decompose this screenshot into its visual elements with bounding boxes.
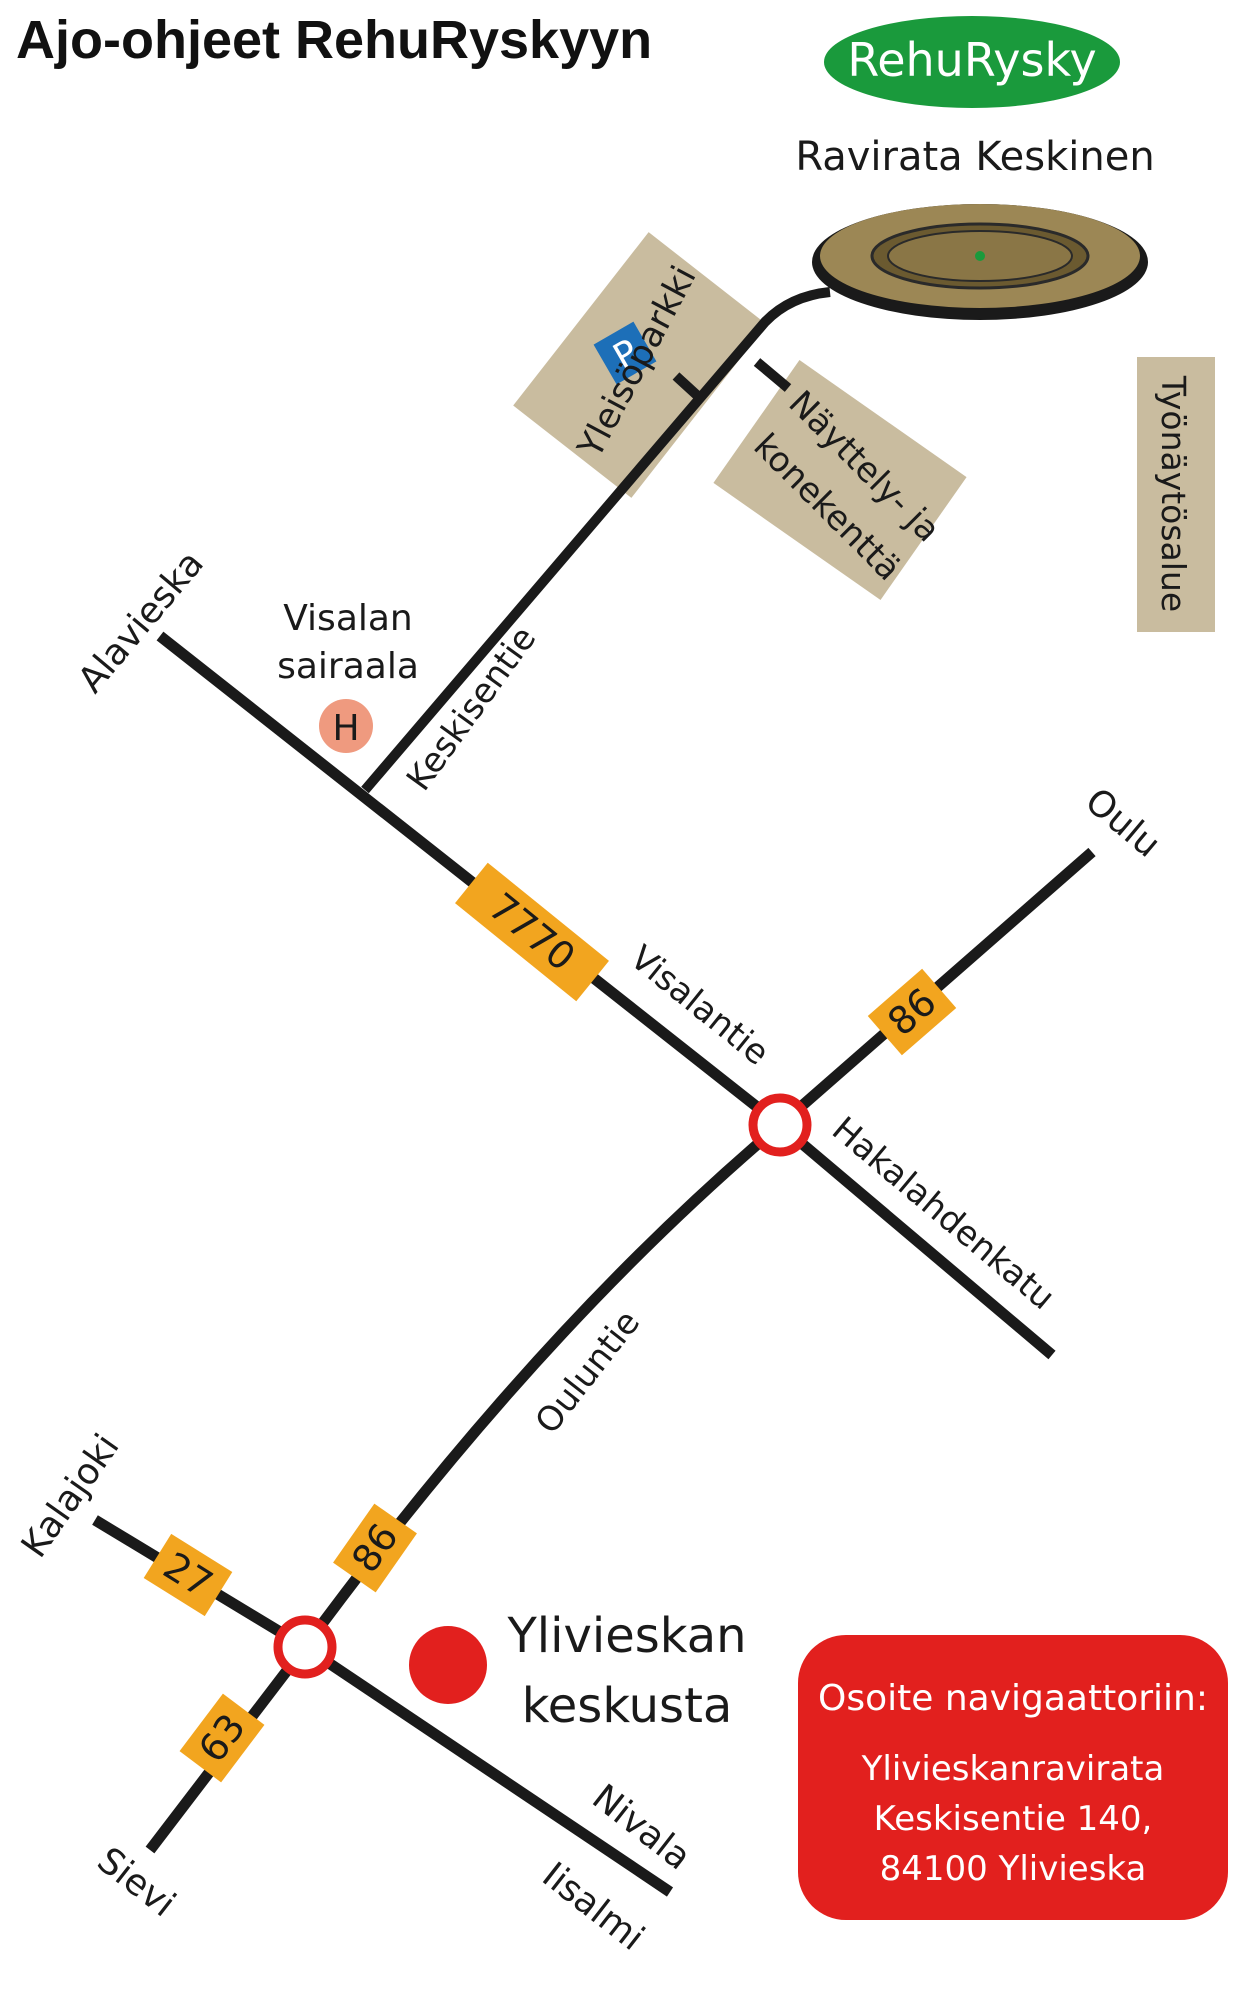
road-visalantie [156,631,784,1130]
hospital-symbol: H [332,708,359,749]
hospital-label-line2: sairaala [277,646,419,687]
road-exhibition-spur [753,358,792,392]
route-shield-63: 63 [179,1693,265,1783]
roundabout-visalantie [748,1093,812,1157]
demo-area-label: Työnäytösalue [1154,375,1193,612]
road-keskisentie [361,287,831,794]
road-label-ouluntie: Ouluntie [528,1303,649,1442]
route-shield-7770: 7770 [455,862,609,1002]
city-center-dot [409,1626,487,1704]
destination-sievi: Sievi [89,1840,182,1925]
address-heading: Osoite navigaattoriin: [818,1678,1208,1719]
destination-nivala: Nivala [584,1777,698,1878]
roundabout-kalajoki [273,1615,337,1679]
road-label-keskisentie: Keskisentie [399,619,544,798]
destination-alavieska: Alavieska [70,543,211,700]
route-shield-27: 27 [143,1533,233,1617]
road-27-nivala [301,1642,674,1897]
address-line2: Keskisentie 140, [874,1799,1153,1839]
road-hakalahdenkatu [776,1120,1056,1360]
road-yleisoparkki-spur [672,372,704,402]
parking-icon: P [593,321,657,385]
racetrack-icon [812,204,1148,320]
address-line1: Ylivieskanravirata [861,1749,1165,1789]
exhibition-area [713,360,967,600]
address-box: Osoite navigaattoriin: Ylivieskanravirat… [798,1635,1228,1920]
map-title: Ajo-ohjeet RehuRyskyyn [16,10,652,70]
demo-area [1137,357,1215,632]
destination-kalajoki: Kalajoki [14,1427,128,1565]
city-center-line1: Ylivieskan [506,1608,746,1664]
venue-name: Ravirata Keskinen [795,134,1154,180]
address-line3: 84100 Ylivieska [880,1849,1147,1889]
road-network [92,287,1096,1897]
road-label-visalantie: Visalantie [622,938,776,1074]
road-label-hakalahdenkatu: Hakalahdenkatu [824,1109,1062,1318]
city-center-line2: keskusta [522,1678,733,1734]
rehurysky-logo: RehuRysky [824,16,1120,108]
hospital-label-line1: Visalan [283,598,413,639]
hospital-icon: H [319,699,373,753]
logo-text: RehuRysky [847,33,1096,87]
